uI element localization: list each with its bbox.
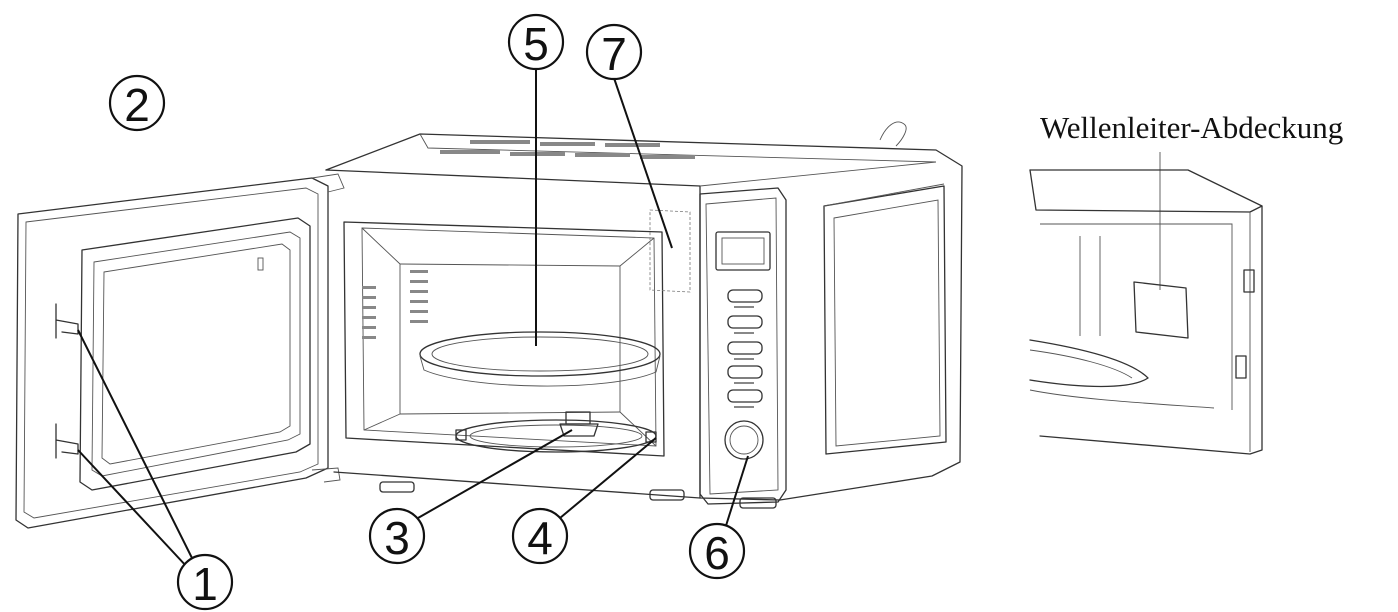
callout-5-label: 5	[523, 18, 549, 70]
control-buttons	[727, 289, 763, 408]
callout-6: 6	[688, 522, 746, 580]
callout-1: 1	[176, 553, 234, 611]
cabinet	[325, 121, 963, 509]
callout-3: 3	[368, 507, 426, 565]
control-button-5	[727, 389, 763, 403]
control-knob	[724, 420, 764, 460]
inset-hinge-lower	[1235, 355, 1247, 379]
turntable-shaft	[559, 411, 599, 437]
control-button-2	[727, 315, 763, 329]
leader-line-1a	[77, 329, 197, 567]
leader-line-3	[417, 429, 573, 519]
inset-caption: Wellenleiter-Abdeckung	[1040, 110, 1343, 145]
display-screen	[715, 231, 771, 271]
door-latch-lower	[55, 423, 79, 459]
control-button-3	[727, 341, 763, 355]
control-button-4	[727, 365, 763, 379]
callout-3-label: 3	[384, 512, 410, 564]
callout-5: 5	[507, 13, 565, 71]
leader-line-7	[613, 77, 673, 249]
callout-4-label: 4	[527, 512, 553, 564]
callout-1-label: 1	[192, 558, 218, 610]
callout-7-label: 7	[601, 28, 627, 80]
glass-tray	[419, 331, 661, 387]
callout-6-label: 6	[704, 527, 730, 579]
inset-waveguide-cover	[1133, 281, 1189, 339]
inset-hinge-upper	[1243, 269, 1255, 293]
door-latch-upper	[55, 303, 79, 339]
cavity-vent-holes	[362, 270, 428, 339]
foot-front-right	[649, 489, 685, 501]
callout-2: 2	[108, 74, 166, 132]
control-button-1	[727, 289, 763, 303]
leader-line-6	[723, 455, 749, 533]
leader-lines	[77, 68, 749, 569]
waveguide-inset: Wellenleiter-Abdeckung	[1029, 110, 1343, 455]
leader-line-4	[559, 437, 657, 519]
door-window	[79, 217, 311, 491]
microwave-illustration	[15, 121, 963, 529]
door	[15, 173, 345, 529]
leader-line-1b	[77, 449, 189, 569]
waveguide-cover	[649, 209, 691, 293]
callout-7: 7	[585, 23, 643, 81]
foot-front-left	[379, 481, 415, 493]
roller-ring	[455, 419, 657, 453]
oven-cavity	[343, 209, 691, 457]
control-panel	[699, 187, 787, 505]
top-vent-grille	[440, 140, 695, 159]
callout-4: 4	[511, 507, 569, 565]
callout-2-label: 2	[124, 79, 150, 131]
